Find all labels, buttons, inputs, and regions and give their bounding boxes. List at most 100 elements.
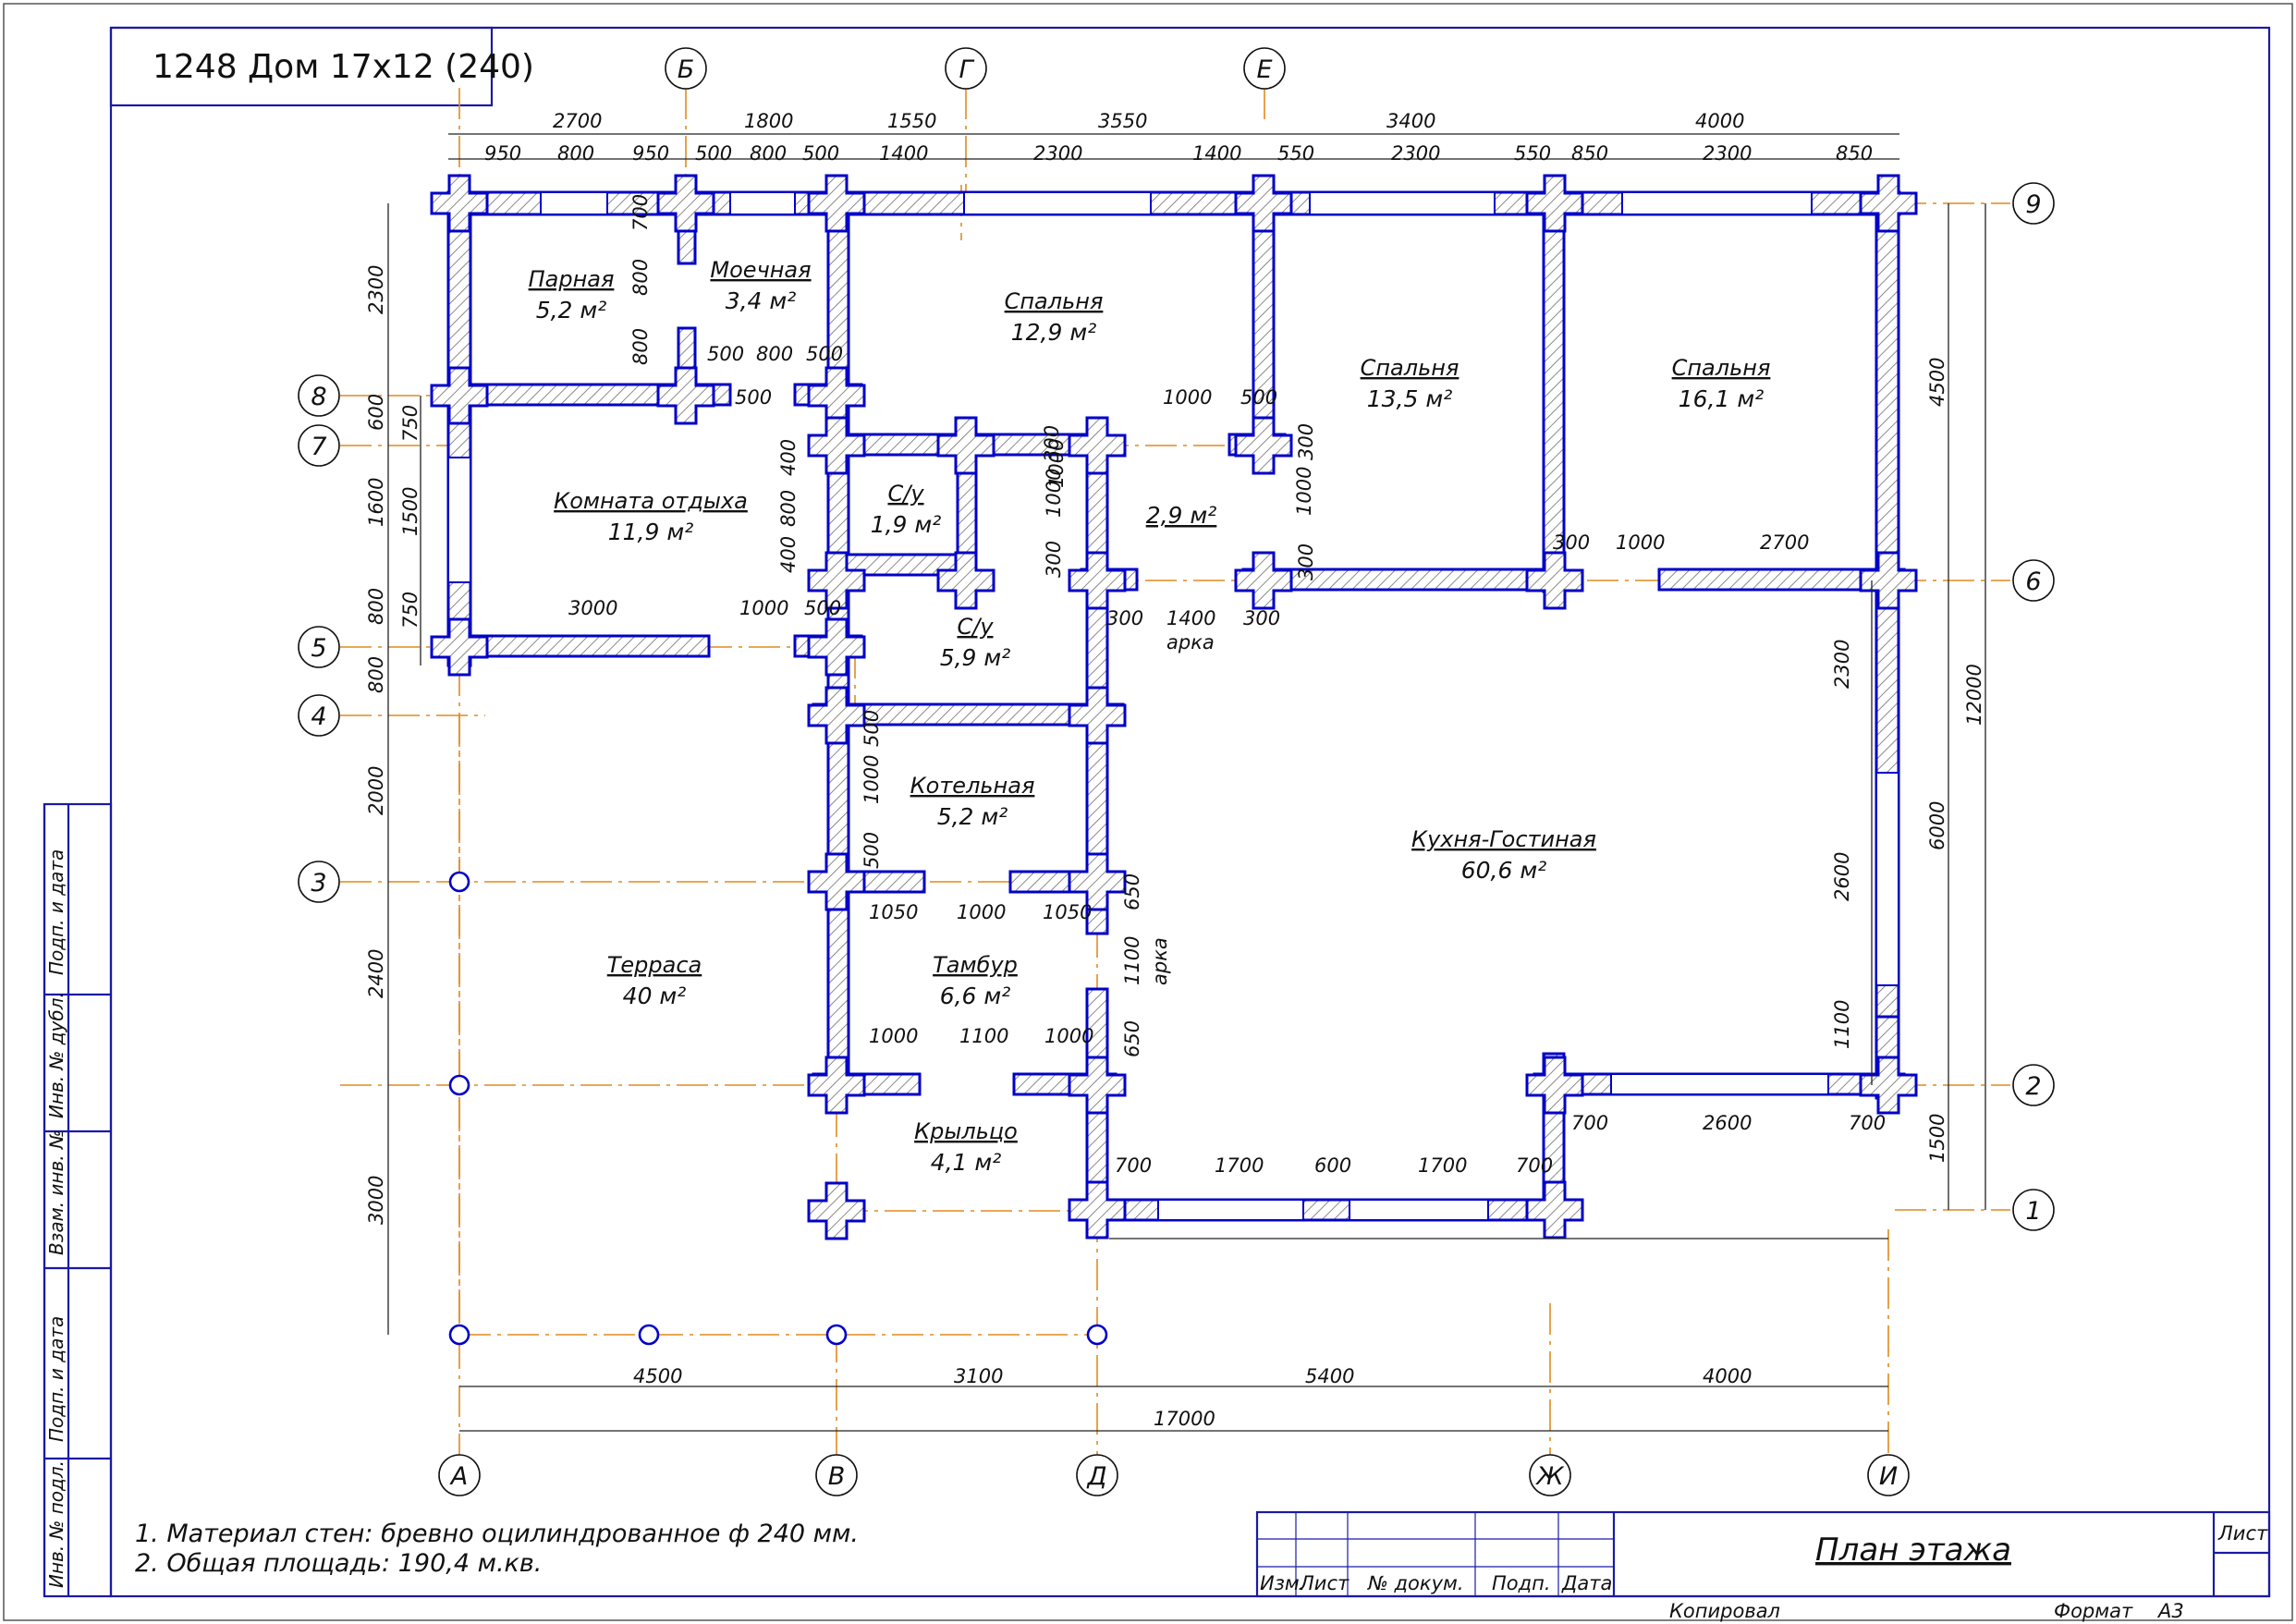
axis-bubble: 8 (298, 374, 340, 417)
dim-left: 600 (365, 394, 387, 431)
dim-interior: 300 (1295, 543, 1317, 580)
room-name: Котельная (910, 773, 1035, 799)
stamp-col: Изм. (1260, 1572, 1305, 1594)
axis-bubble: А (438, 1454, 481, 1496)
axis-bubble: 7 (298, 424, 340, 467)
left-sidebar: Подп. и дата Инв. № дубл. Взам. инв. № П… (43, 802, 113, 1598)
dim-interior: 700 (1571, 1112, 1608, 1134)
log-corner (1068, 1180, 1127, 1239)
dim-bottom: 4500 (633, 1365, 682, 1387)
dim-interior: 1100 (959, 1025, 1008, 1047)
dim-interior: 650 (1121, 1020, 1143, 1057)
dim-left: 1600 (365, 478, 387, 527)
dim-interior: 800 (629, 259, 652, 296)
dim-interior: 700 (1115, 1154, 1152, 1177)
dim-top2: 950 (484, 142, 521, 165)
room-area: 1,9 м² (871, 511, 942, 538)
axis-bubble: Б (665, 47, 707, 90)
dim-interior: 300 (1106, 607, 1143, 629)
room-name: Тамбур (933, 952, 1018, 978)
dim-top: 4000 (1695, 110, 1744, 132)
log-corner (656, 174, 715, 233)
dim-interior: 800 (756, 343, 793, 365)
log-corner (1068, 1056, 1127, 1115)
stamp-sheet: Лист (2217, 1522, 2268, 1545)
stamp-format-label: Формат (2054, 1600, 2133, 1622)
log-corner (936, 416, 995, 475)
svg-text:А: А (449, 1462, 468, 1491)
axis-bubble: Е (1243, 47, 1286, 90)
log-corner (807, 617, 866, 677)
dim-interior: 1000 (1293, 467, 1315, 516)
dim-top: 1800 (744, 110, 793, 132)
dim-interior: 2700 (1760, 531, 1809, 554)
svg-text:2: 2 (2025, 1072, 2041, 1101)
room-name: Крыльцо (914, 1118, 1018, 1144)
room-area: 5,9 м² (940, 644, 1011, 671)
dimension-texts: 2700 1800 1550 3550 3400 4000 950 800 95… (365, 110, 1985, 1430)
svg-text:Г: Г (959, 55, 974, 84)
dim-interior: 1000 (1044, 1025, 1093, 1047)
axis-bubble: 2 (2012, 1064, 2055, 1106)
log-corner (1525, 1180, 1584, 1239)
log-corner (430, 174, 489, 233)
dim-interior: 3000 (568, 597, 617, 619)
log-corner (1068, 686, 1127, 745)
dim-left: 800 (365, 656, 387, 693)
dim-top2: 1400 (879, 142, 928, 165)
room-area: 3,4 м² (726, 287, 797, 314)
room-area: 5,2 м² (536, 297, 607, 324)
dim-right-inner: 6000 (1926, 801, 1948, 850)
axis-bubble: 4 (298, 694, 340, 737)
dim-left: 2300 (365, 265, 387, 314)
axis-bubble: Ж (1529, 1454, 1571, 1496)
axis-bubbles: Б Г Е А В Д Ж И 9 6 2 1 8 7 5 4 3 (298, 47, 2055, 1496)
dim-right-inner: 4500 (1926, 358, 1948, 407)
dim-top: 1550 (887, 110, 936, 132)
axis-bubble: 6 (2012, 559, 2055, 602)
dim-left-inner: 750 (399, 592, 421, 629)
dim-interior: 400 (777, 439, 800, 476)
dim-interior: 1000 (957, 901, 1006, 923)
dim-interior: 1100 (1121, 936, 1143, 985)
room-name: Моечная (710, 257, 811, 283)
dim-interior: 300 (1041, 425, 1063, 462)
dim-top2: 2300 (1391, 142, 1440, 165)
dim-interior: 500 (806, 343, 843, 365)
dim-interior: 400 (777, 536, 800, 573)
log-corner (1068, 551, 1127, 610)
dim-interior: 1700 (1418, 1154, 1467, 1177)
stamp-drawing-name: План этажа (1815, 1532, 2011, 1569)
svg-text:Е: Е (1256, 55, 1272, 84)
title-block: 1248 Дом 17х12 (240) (109, 26, 534, 107)
dim-interior: 1000 (861, 755, 883, 804)
log-corner (656, 366, 715, 425)
room-area: 16,1 м² (1679, 385, 1765, 412)
dim-bottom: 3100 (954, 1365, 1003, 1387)
log-corner (807, 1181, 866, 1240)
log-corner (807, 366, 866, 425)
dim-left-inner: 1500 (399, 487, 421, 536)
dim-top2: 550 (1277, 142, 1314, 165)
sheet-border (3, 3, 2293, 1621)
axis-bubble: 1 (2012, 1189, 2055, 1231)
log-corner (1525, 174, 1584, 233)
drawing-title: 1248 Дом 17х12 (240) (153, 48, 534, 86)
dim-interior: 500 (707, 343, 744, 365)
dim-top2: 500 (802, 142, 839, 165)
note-line: 1. Материал стен: бревно оцилиндрованное… (135, 1520, 859, 1548)
log-corner (807, 852, 866, 911)
room-name: С/у (887, 481, 924, 507)
dim-interior: 500 (861, 832, 883, 869)
dim-top2: 800 (750, 142, 787, 165)
windows (447, 191, 1899, 1221)
axis-bubble: В (815, 1454, 858, 1496)
sidebar-label: Подп. и дата (45, 849, 67, 975)
dim-top2: 950 (632, 142, 669, 165)
log-corner (1068, 416, 1127, 475)
stamp-col: Лист (1299, 1572, 1350, 1594)
dim-interior: 1000 (739, 597, 788, 619)
dim-interior: 600 (1314, 1154, 1351, 1177)
log-corner (1525, 551, 1584, 610)
dim-interior: 2600 (1703, 1112, 1752, 1134)
